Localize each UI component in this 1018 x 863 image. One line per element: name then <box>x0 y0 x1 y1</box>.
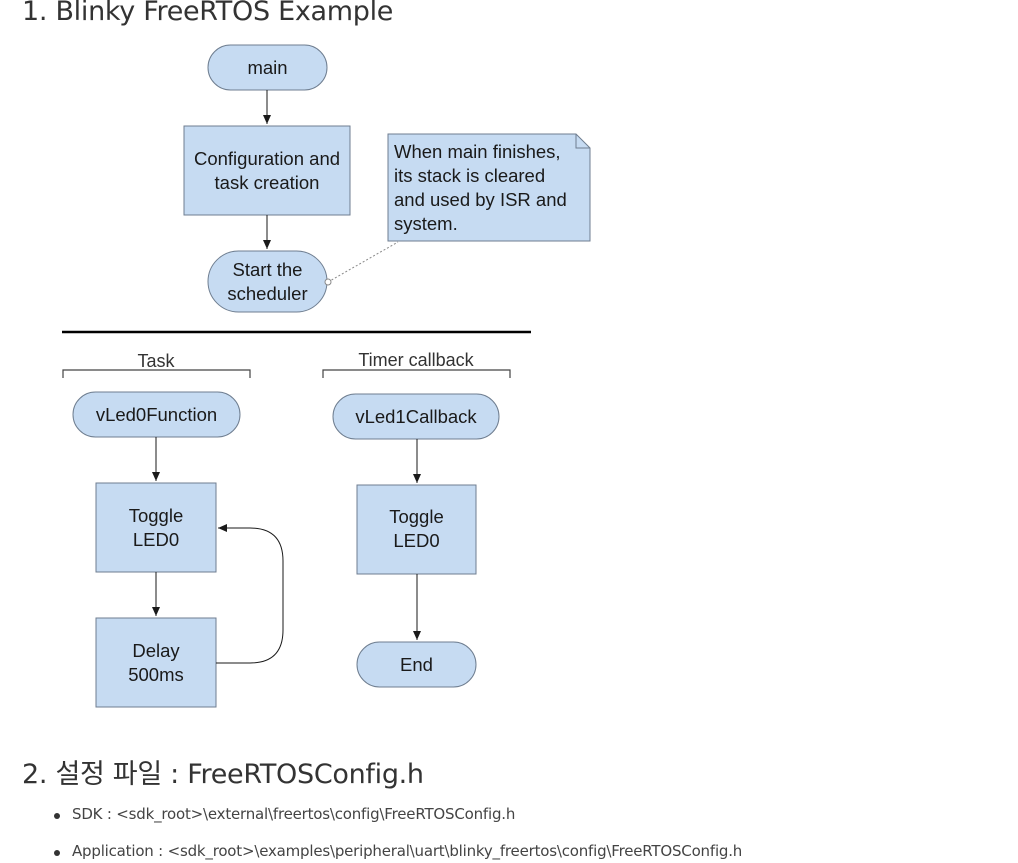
note-stack-cleared: When main finishes, its stack is cleared… <box>387 133 591 242</box>
group-label-timer: Timer callback <box>358 350 474 370</box>
note-anchor <box>324 278 332 286</box>
config-path-application: Application : <sdk_root>\examples\periph… <box>53 842 743 860</box>
node-timer-toggle-line-2: LED0 <box>393 530 439 551</box>
node-vled1callback: vLed1Callback <box>332 393 500 440</box>
node-config-line-1: Configuration and <box>194 148 340 169</box>
node-scheduler-line-1: Start the <box>233 259 303 280</box>
node-configuration: Configuration and task creation <box>183 125 351 216</box>
node-vled0function-label: vLed0Function <box>96 404 217 425</box>
node-timer-toggle: Toggle LED0 <box>356 484 477 575</box>
note-line-4: system. <box>394 213 458 234</box>
node-timer-toggle-line-1: Toggle <box>389 506 444 527</box>
node-task-toggle-line-2: LED0 <box>133 529 179 550</box>
node-config-line-2: task creation <box>215 172 320 193</box>
edge-delay-loop <box>216 524 284 664</box>
note-line-2: its stack is cleared <box>394 165 545 186</box>
node-vled1callback-label: vLed1Callback <box>355 406 477 427</box>
note-line-3: and used by ISR and <box>394 189 567 210</box>
group-bracket-timer <box>322 369 511 378</box>
flowchart-diagram: main Configuration and task creation Sta… <box>62 44 591 708</box>
config-path-sdk: SDK : <sdk_root>\external\freertos\confi… <box>53 805 516 823</box>
node-delay-line-1: Delay <box>132 640 180 661</box>
node-end-label: End <box>400 654 433 675</box>
node-end: End <box>356 641 477 688</box>
section-title-config-file: 2. 설정 파일 : FreeRTOSConfig.h <box>22 759 424 790</box>
node-task-toggle-line-1: Toggle <box>129 505 184 526</box>
node-start-scheduler: Start the scheduler <box>207 250 328 313</box>
note-connector <box>327 241 399 283</box>
node-task-delay: Delay 500ms <box>95 617 217 708</box>
node-task-toggle: Toggle LED0 <box>95 482 217 573</box>
node-scheduler-line-2: scheduler <box>227 283 307 304</box>
node-main-label: main <box>247 57 287 78</box>
group-label-task: Task <box>137 351 175 371</box>
section-title-blinky: 1. Blinky FreeRTOS Example <box>22 0 394 27</box>
node-main: main <box>207 44 328 91</box>
node-vled0function: vLed0Function <box>72 391 241 438</box>
node-delay-line-2: 500ms <box>128 664 184 685</box>
note-line-1: When main finishes, <box>394 141 561 162</box>
group-bracket-task <box>62 369 251 378</box>
